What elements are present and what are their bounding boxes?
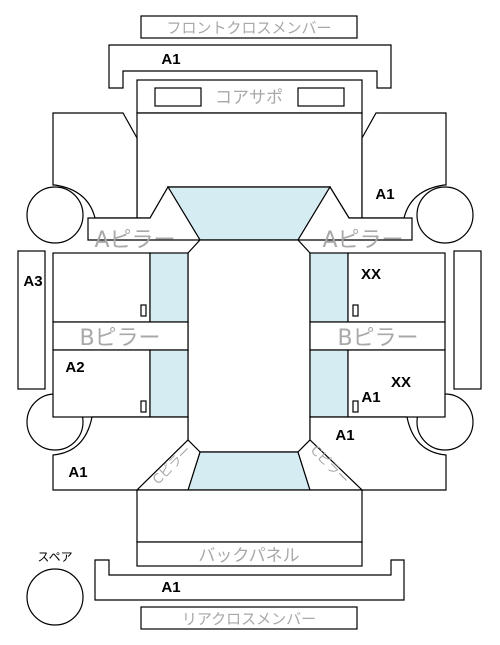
front-cross-member-code: A1 [161, 51, 180, 68]
rear-cross-member-label: リアクロスメンバー [182, 610, 316, 628]
back-panel-label: バックパネル [198, 546, 299, 566]
back-panel[interactable] [136, 541, 363, 567]
left-rear-door-handle [140, 400, 147, 413]
front-cross-member-label-box [140, 15, 358, 39]
rear-cross-member[interactable] [94, 559, 405, 601]
right-front-door[interactable] [347, 252, 446, 323]
left-rear-window[interactable] [149, 349, 189, 418]
left-front-window[interactable] [149, 252, 189, 323]
rear-cross-member-code: A1 [161, 579, 180, 596]
spare-label: スペア [37, 550, 72, 564]
front-cross-member[interactable] [108, 44, 392, 89]
right-front-fender-code: A1 [375, 186, 394, 203]
right-rear-window[interactable] [309, 349, 349, 418]
left-front-door-handle [140, 304, 147, 317]
spare-tire[interactable] [26, 568, 84, 626]
left-rear-quarter-code: A1 [68, 464, 87, 481]
right-rear-quarter[interactable] [309, 416, 447, 491]
right-front-window[interactable] [309, 252, 349, 323]
right-rear-door-handle [352, 400, 359, 413]
rear-window[interactable] [187, 451, 311, 491]
left-side-sill-code: A3 [23, 273, 42, 290]
b-pillar-right[interactable] [309, 321, 446, 351]
right-front-door-code: XX [361, 266, 381, 283]
b-pillar-left[interactable] [52, 321, 189, 351]
core-support-right-window [297, 87, 345, 107]
a-pillar-right-label: Aピラー [322, 228, 403, 253]
rear-cross-member-label-box [140, 606, 358, 630]
a-pillar-left[interactable] [87, 185, 202, 241]
right-side-sill[interactable] [453, 250, 482, 390]
core-support-label: コアサポ [215, 88, 283, 108]
right-rear-door-code-2: A1 [361, 389, 380, 406]
front-right-wheel[interactable] [416, 186, 474, 244]
left-front-fender[interactable] [52, 112, 138, 219]
front-cross-member-label: フロントクロスメンバー [166, 19, 331, 37]
a-pillar-right[interactable] [296, 185, 413, 241]
core-support-left-window [154, 87, 202, 107]
front-left-wheel[interactable] [26, 186, 84, 244]
b-pillar-right-label: Bピラー [337, 326, 418, 351]
right-rear-door-code: XX [391, 374, 411, 391]
a-pillar-left-label: Aピラー [94, 228, 175, 253]
right-front-door-handle [352, 304, 359, 317]
roof[interactable] [187, 239, 311, 453]
left-front-door[interactable] [52, 252, 151, 323]
trunk[interactable] [136, 489, 363, 543]
left-side-sill[interactable] [17, 250, 46, 390]
right-rear-quarter-code: A1 [335, 427, 354, 444]
b-pillar-left-label: Bピラー [79, 326, 160, 351]
left-rear-door-code: A2 [65, 359, 84, 376]
